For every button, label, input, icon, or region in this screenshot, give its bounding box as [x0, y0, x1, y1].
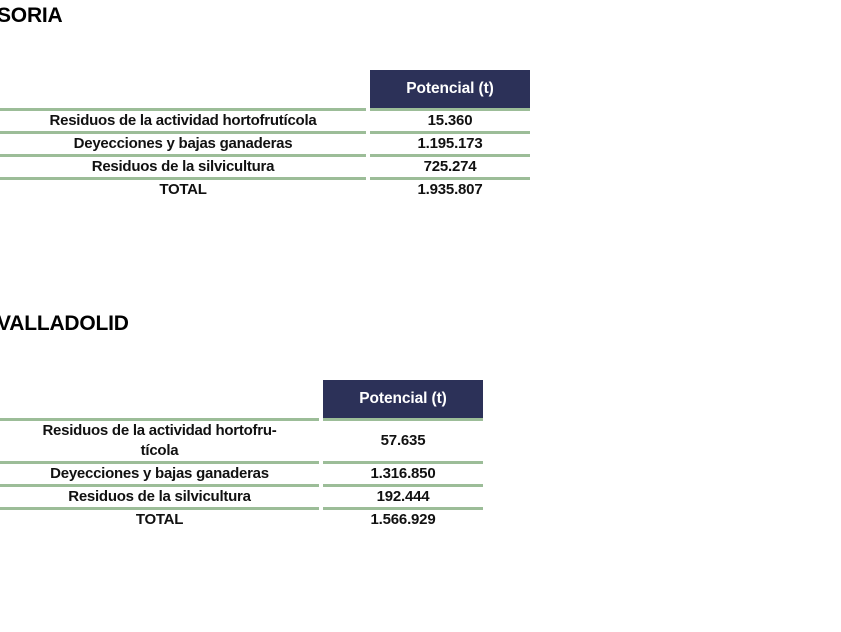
row-value-total: 1.566.929: [323, 507, 483, 530]
section-soria: SORIA: [0, 4, 63, 28]
row-value: 1.316.850: [323, 461, 483, 486]
header-blank-cell: [0, 380, 319, 420]
table-row: Deyecciones y bajas ganaderas 1.316.850: [0, 461, 483, 486]
row-value: 15.360: [370, 108, 530, 133]
table-header-row: Potencial (t): [0, 70, 530, 110]
row-label-total: TOTAL: [0, 507, 319, 530]
row-value: 725.274: [370, 154, 530, 179]
table-soria: Potencial (t) Residuos de la actividad h…: [0, 70, 530, 200]
table-row: Residuos de la silvicultura 725.274: [0, 154, 530, 179]
table-valladolid: Potencial (t) Residuos de la actividad h…: [0, 380, 483, 530]
table-row: Residuos de la actividad hortofru- tícol…: [0, 418, 483, 463]
header-potencial: Potencial (t): [323, 380, 483, 420]
row-label: Residuos de la silvicultura: [0, 484, 319, 509]
row-value: 57.635: [323, 418, 483, 463]
header-blank-cell: [0, 70, 366, 110]
row-value-total: 1.935.807: [370, 177, 530, 200]
row-label: Residuos de la actividad hortofrutícola: [0, 108, 366, 133]
row-label: Residuos de la actividad hortofru- tícol…: [0, 418, 319, 463]
row-label: Deyecciones y bajas ganaderas: [0, 461, 319, 486]
row-label-total: TOTAL: [0, 177, 366, 200]
table-row: Deyecciones y bajas ganaderas 1.195.173: [0, 131, 530, 156]
row-value: 192.444: [323, 484, 483, 509]
section-title-soria: SORIA: [0, 4, 63, 27]
table-row-total: TOTAL 1.566.929: [0, 507, 483, 530]
section-valladolid: VALLADOLID: [0, 312, 129, 336]
section-title-valladolid: VALLADOLID: [0, 312, 129, 335]
row-label: Residuos de la silvicultura: [0, 154, 366, 179]
row-label: Deyecciones y bajas ganaderas: [0, 131, 366, 156]
table-row: Residuos de la actividad hortofrutícola …: [0, 108, 530, 133]
header-potencial: Potencial (t): [370, 70, 530, 110]
table-row-total: TOTAL 1.935.807: [0, 177, 530, 200]
row-value: 1.195.173: [370, 131, 530, 156]
table-header-row: Potencial (t): [0, 380, 483, 420]
table-row: Residuos de la silvicultura 192.444: [0, 484, 483, 509]
